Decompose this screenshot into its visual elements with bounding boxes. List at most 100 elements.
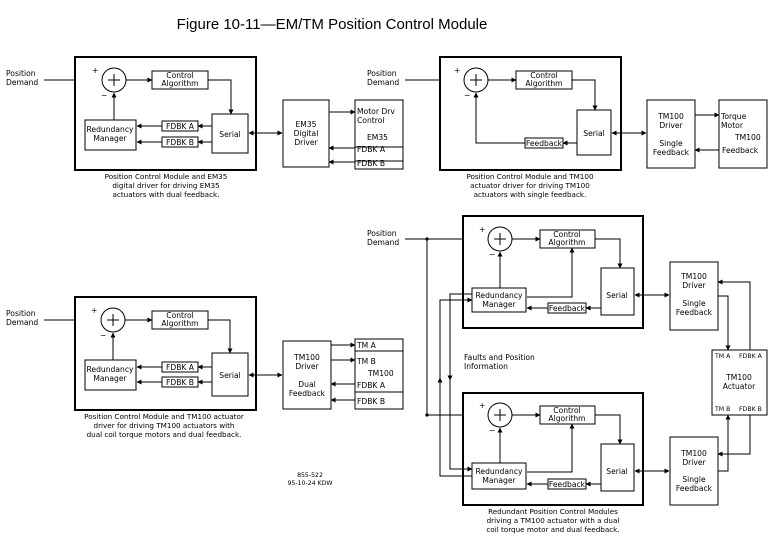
tm100-driver-label: TM100: [657, 112, 684, 121]
torque-motor-label: Feedback: [722, 146, 759, 155]
em35-actuator-label: EM35: [367, 133, 388, 142]
torque-motor-block: [718, 99, 768, 169]
caption-redundant: Redundant Position Control Modules: [488, 507, 618, 516]
tm100-driver-label: Driver: [682, 281, 706, 290]
redundancy-manager-label: Manager: [482, 476, 516, 485]
plus-sign: +: [454, 66, 460, 75]
faults-position-info-label: Information: [464, 362, 508, 371]
tm100-actuator-label: Actuator: [723, 382, 756, 391]
position-demand-label: Position: [6, 309, 36, 318]
tm100-actuator-label: TM100: [367, 369, 394, 378]
tm100-driver-label: Feedback: [289, 389, 326, 398]
caption-redundant: coil torque motor and dual feedback.: [486, 525, 619, 534]
tm100-driver-label: Driver: [659, 121, 683, 130]
serial-label: Serial: [606, 291, 628, 300]
plus-sign: +: [479, 225, 485, 234]
serial-block: [576, 109, 612, 156]
torque-motor-label: Motor: [721, 121, 744, 130]
redundancy-manager-label: Redundancy: [475, 467, 523, 476]
em35-actuator-label: Motor Drv: [357, 107, 395, 116]
caption-tm100-dual: Position Control Module and TM100 actuat…: [84, 412, 244, 421]
torque-motor-label: Torque: [720, 112, 747, 121]
em35-driver-label: EM35: [295, 120, 316, 129]
tm100-actuator-block: [711, 349, 768, 416]
serial-label: Serial: [583, 129, 605, 138]
fdbk-b-label: FDBK B: [166, 378, 194, 387]
panel-redundant: Position Demand + − Control Algorithm Se…: [367, 215, 768, 534]
serial-block: [211, 113, 249, 154]
caption-em35: Position Control Module and EM35: [105, 172, 228, 181]
plus-sign: +: [479, 401, 485, 410]
redundancy-manager-label: Manager: [482, 300, 516, 309]
tm100-actuator-label: TM100: [725, 373, 752, 382]
tm100-actuator-label: TM B: [714, 406, 730, 413]
redundancy-manager-block: [84, 359, 137, 391]
plus-sign: +: [92, 66, 98, 75]
tm100-driver-label: TM100: [680, 449, 707, 458]
control-algorithm-label: Control: [553, 406, 580, 415]
caption-redundant: driving a TM100 actuator with a dual: [487, 516, 620, 525]
panel-tm100-dual: Position Demand + − Control Algorithm Se…: [6, 296, 404, 439]
minus-sign: −: [489, 426, 495, 435]
caption-tm100-single: actuator driver for driving TM100: [470, 181, 590, 190]
serial-label: Serial: [219, 371, 241, 380]
control-algorithm-label: Algorithm: [548, 414, 585, 423]
tm100-actuator-label: TM A: [356, 341, 377, 350]
tm100-driver-label: Feedback: [676, 308, 713, 317]
tm100-actuator-label: TM B: [356, 357, 376, 366]
panel-tm100-single: Position Demand + − Control Algorithm Se…: [367, 56, 768, 199]
redundancy-manager-label: Redundancy: [86, 125, 134, 134]
em35-actuator-label: FDBK B: [357, 159, 385, 168]
serial-block: [211, 352, 249, 397]
control-algorithm-label: Algorithm: [548, 238, 585, 247]
caption-tm100-dual: dual coil torque motors and dual feedbac…: [87, 430, 242, 439]
caption-tm100-single: actuators with single feedback.: [474, 190, 587, 199]
caption-em35: digital driver for driving EM35: [112, 181, 219, 190]
tm100-driver-label: TM100: [293, 353, 320, 362]
tm100-driver-label: Dual: [298, 380, 315, 389]
tm100-actuator-label: FDBK A: [357, 381, 386, 390]
control-algorithm-label: Algorithm: [525, 79, 562, 88]
redundancy-manager-label: Manager: [93, 374, 127, 383]
position-demand-label: Position: [367, 69, 397, 78]
serial-label: Serial: [606, 467, 628, 476]
serial-label: Serial: [219, 130, 241, 139]
control-algorithm-label: Algorithm: [161, 79, 198, 88]
control-algorithm-label: Control: [166, 311, 193, 320]
control-algorithm-label: Control: [166, 71, 193, 80]
tm100-driver-block-lower: [669, 436, 719, 506]
caption-em35: actuators with dual feedback.: [113, 190, 220, 199]
minus-sign: −: [489, 250, 495, 259]
minus-sign: −: [100, 331, 106, 340]
control-algorithm-label: Control: [530, 71, 557, 80]
tm100-driver-label: Driver: [295, 362, 319, 371]
fdbk-a-label: FDBK A: [166, 363, 195, 372]
tm100-driver-block: [282, 340, 332, 410]
position-demand-label: Position: [367, 229, 397, 238]
feedback-label: Feedback: [526, 139, 563, 148]
redundancy-manager-label: Manager: [93, 134, 127, 143]
em35-actuator-label: Control: [357, 116, 384, 125]
em35-actuator-block: [354, 99, 404, 170]
serial-block: [600, 267, 635, 316]
redundancy-manager-label: Redundancy: [475, 291, 523, 300]
feedback-label: Feedback: [549, 480, 586, 489]
tm100-actuator-label: FDBK A: [739, 353, 763, 360]
position-demand-label: Demand: [6, 78, 38, 87]
serial-block: [600, 443, 635, 492]
tm100-driver-label: Feedback: [653, 148, 690, 157]
tm100-driver-label: Single: [682, 475, 706, 484]
control-algorithm-label: Control: [553, 230, 580, 239]
em35-driver-block: [282, 99, 330, 168]
drawing-date: 95-10-24 KDW: [288, 480, 333, 487]
tm100-driver-label: Driver: [682, 458, 706, 467]
redundancy-manager-label: Redundancy: [86, 365, 134, 374]
redundancy-manager-block: [84, 119, 137, 151]
position-demand-label: Demand: [367, 78, 399, 87]
minus-sign: −: [101, 91, 107, 100]
redundancy-manager-block: [471, 462, 527, 490]
tm100-driver-label: TM100: [680, 272, 707, 281]
control-algorithm-label: Algorithm: [161, 319, 198, 328]
position-demand-label: Demand: [367, 238, 399, 247]
